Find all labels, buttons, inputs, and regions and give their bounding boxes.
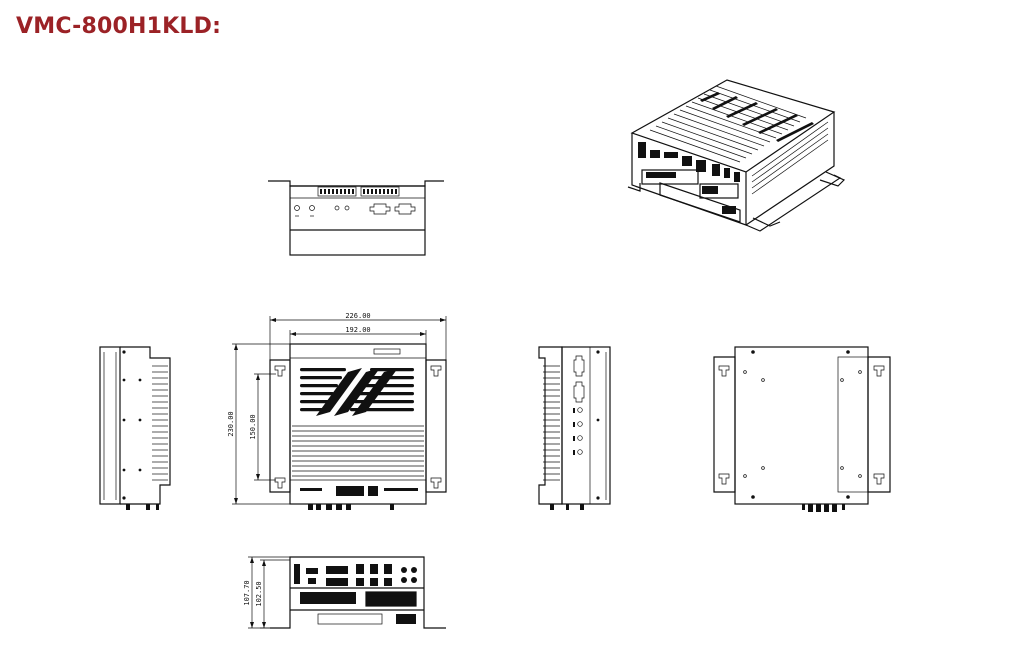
dim-depth-overall: 107.70 <box>243 580 251 605</box>
dim-depth-body: 102.50 <box>255 581 263 606</box>
isometric-view <box>627 79 846 232</box>
dim-height-mount: 150.00 <box>249 414 257 439</box>
page-title: VMC-800H1KLD: <box>16 14 222 39</box>
right-side-view <box>538 346 611 510</box>
bottom-view <box>713 346 891 512</box>
top-view <box>268 180 444 256</box>
dim-height-overall: 230.00 <box>227 411 235 436</box>
dim-width-overall: 226.00 <box>345 312 370 320</box>
front-io-view: 107.70 102.50 <box>243 556 446 629</box>
dim-width-inner: 192.00 <box>345 326 370 334</box>
left-side-view <box>99 346 171 510</box>
main-view: 226.00 192.00 230.00 150.00 <box>227 312 447 510</box>
